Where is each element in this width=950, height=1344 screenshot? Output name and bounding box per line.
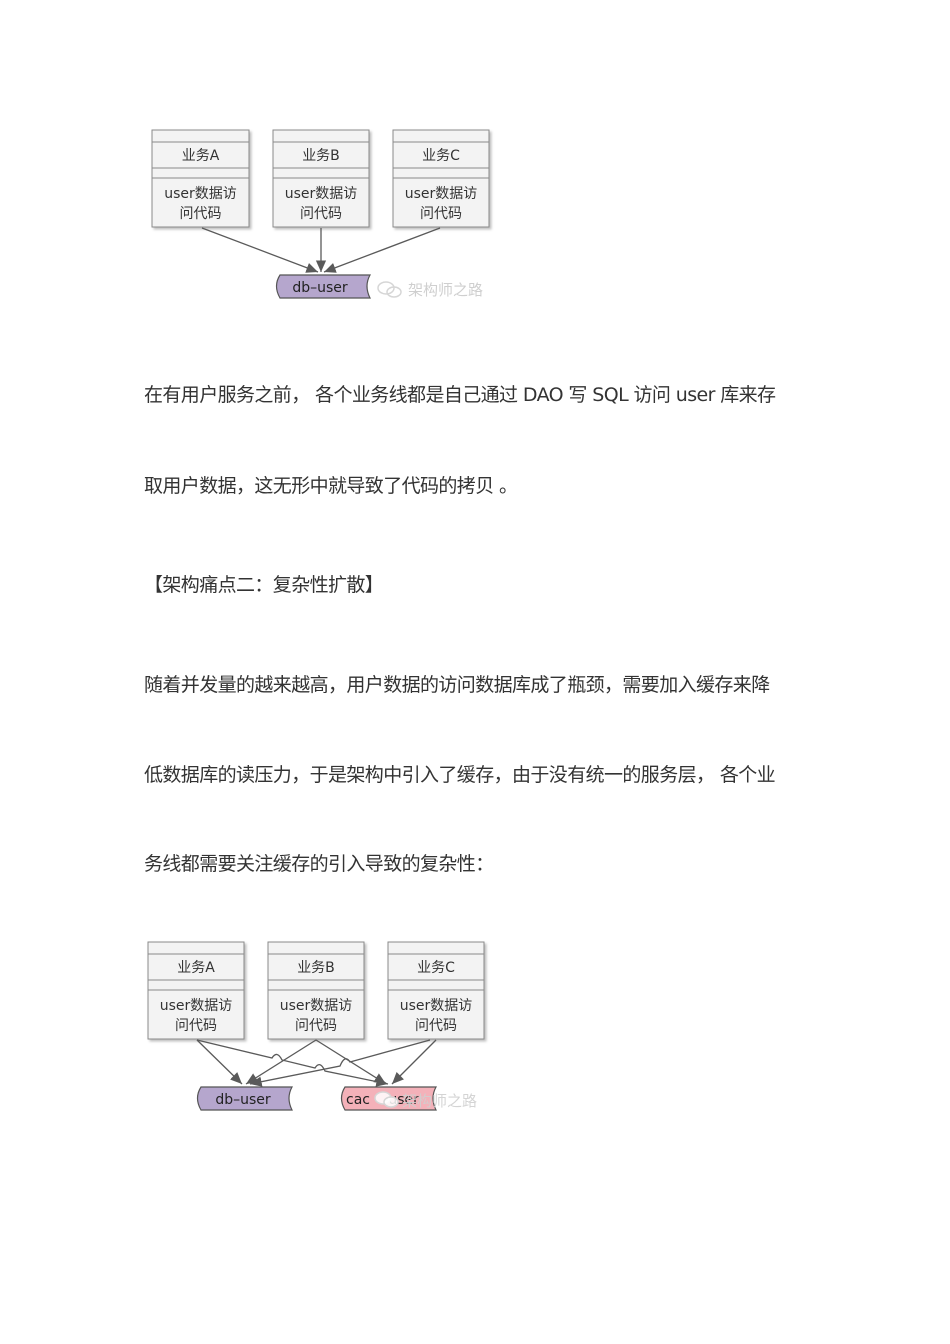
arrows: [201, 227, 441, 273]
service-b-body-line2: 问代码: [295, 1018, 337, 1034]
service-a-body-line2: 问代码: [175, 1018, 217, 1034]
watermark-text: 架构师之路: [408, 281, 483, 299]
service-box-c: [387, 941, 485, 1040]
db-user-node: [196, 1086, 294, 1111]
service-c-title: 业务C: [417, 960, 455, 976]
db-user-label: db–user: [292, 280, 348, 296]
arrows: [196, 1039, 437, 1087]
service-box-b: [267, 941, 365, 1040]
service-a-title: 业务A: [182, 148, 220, 164]
paragraph-line-4: 低数据库的读压力，于是架构中引入了缓存，由于没有统一的服务层， 各个业: [144, 764, 776, 786]
wechat-icon: [374, 1091, 399, 1108]
section-heading-pain-point-2: 【架构痛点二：复杂性扩散】: [144, 574, 384, 596]
paragraph-line-2: 取用户数据，这无形中就导致了代码的拷贝 。: [144, 475, 518, 497]
service-c-body-line1: user数据访: [400, 998, 473, 1014]
service-b-title: 业务B: [302, 148, 340, 164]
service-box-a: [147, 941, 245, 1040]
diagram-services-to-db: 业务A user数据访 问代码 业务B user数据访 问代码 业务C user…: [140, 120, 510, 315]
service-c-body-line2: 问代码: [420, 206, 462, 222]
wechat-icon: [377, 281, 402, 298]
paragraph-line-3: 随着并发量的越来越高，用户数据的访问数据库成了瓶颈，需要加入缓存来降: [144, 674, 770, 696]
service-box-c: [392, 129, 490, 228]
service-a-body-line2: 问代码: [180, 206, 222, 222]
service-box-a: [151, 129, 250, 228]
service-a-body-line1: user数据访: [160, 998, 233, 1014]
service-a-body-line1: user数据访: [164, 186, 237, 202]
service-c-body-line2: 问代码: [415, 1018, 457, 1034]
service-b-body-line2: 问代码: [300, 206, 342, 222]
diagram-services-to-db-and-cache: 业务A user数据访 问代码 业务B user数据访 问代码 业务C user…: [140, 932, 510, 1127]
service-c-title: 业务C: [422, 148, 460, 164]
watermark-text: 架构师之路: [402, 1092, 477, 1110]
paragraph-line-1: 在有用户服务之前， 各个业务线都是自己通过 DAO 写 SQL 访问 user …: [144, 384, 776, 406]
service-b-body-line1: user数据访: [285, 186, 358, 202]
service-box-b: [272, 129, 370, 228]
db-user-node: [275, 274, 372, 299]
db-user-label: db–user: [215, 1092, 271, 1108]
service-b-body-line1: user数据访: [280, 998, 353, 1014]
service-c-body-line1: user数据访: [405, 186, 478, 202]
service-a-title: 业务A: [177, 960, 215, 976]
paragraph-line-5: 务线都需要关注缓存的引入导致的复杂性：: [144, 853, 494, 875]
service-b-title: 业务B: [297, 960, 335, 976]
